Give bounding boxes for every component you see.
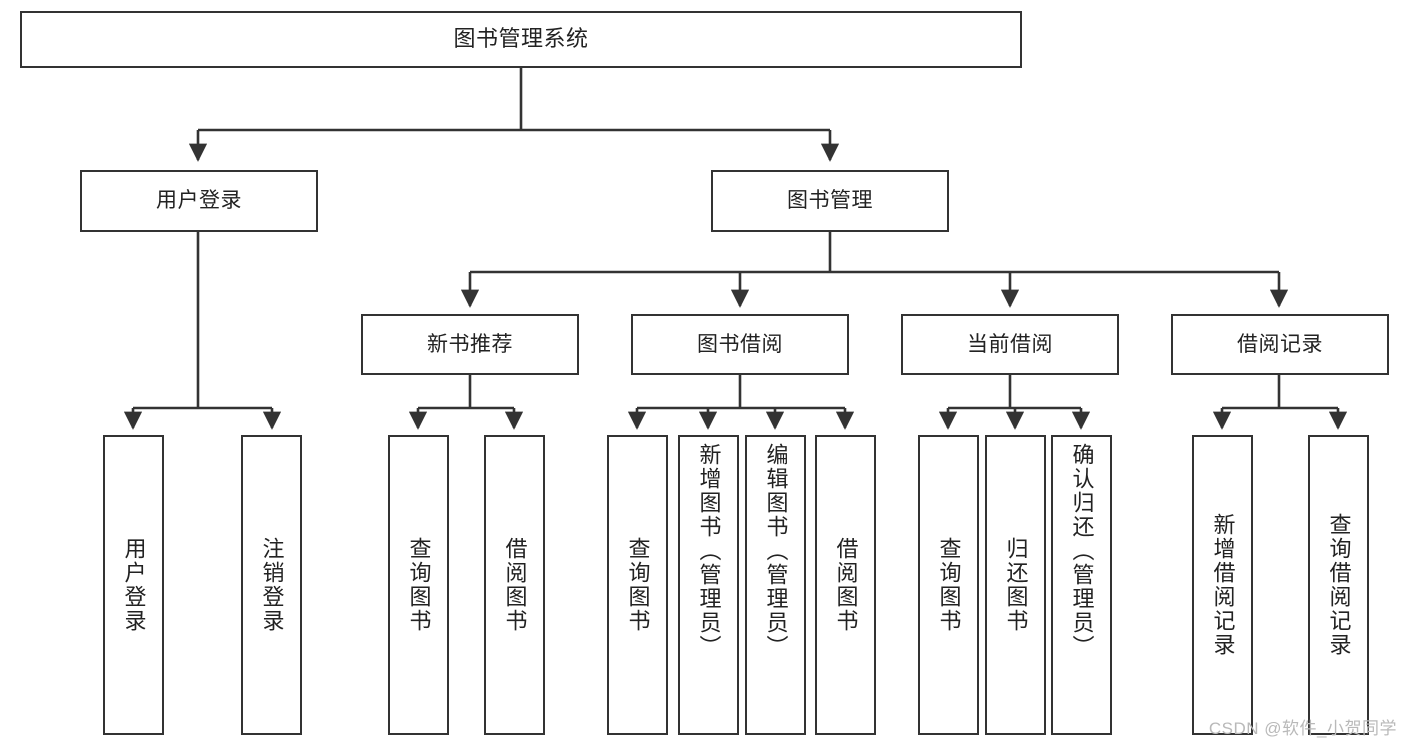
node-user-login[interactable]: 用户登录	[80, 170, 318, 232]
node-leaf-edit-book[interactable]: 编辑图书（管理员）	[745, 435, 806, 735]
node-leaf-add-record[interactable]: 新增借阅记录	[1192, 435, 1253, 735]
node-label: 注销登录	[259, 537, 285, 633]
node-label: 查询图书	[625, 537, 651, 633]
node-label: 借阅记录	[1237, 332, 1323, 356]
node-new-book-recommend[interactable]: 新书推荐	[361, 314, 579, 375]
node-borrow-record[interactable]: 借阅记录	[1171, 314, 1389, 375]
node-label: 图书管理	[787, 189, 873, 213]
node-leaf-query-record[interactable]: 查询借阅记录	[1308, 435, 1369, 735]
node-current-borrow[interactable]: 当前借阅	[901, 314, 1119, 375]
node-book-borrow[interactable]: 图书借阅	[631, 314, 849, 375]
node-label: 编辑图书（管理员）	[763, 443, 789, 659]
node-leaf-user-login[interactable]: 用户登录	[103, 435, 164, 735]
node-label: 图书管理系统	[453, 26, 589, 52]
node-label: 查询图书	[936, 537, 962, 633]
node-label: 确认归还（管理员）	[1069, 443, 1095, 659]
node-leaf-confirm-return[interactable]: 确认归还（管理员）	[1051, 435, 1112, 735]
node-leaf-logout-login[interactable]: 注销登录	[241, 435, 302, 735]
node-label: 查询借阅记录	[1326, 513, 1352, 657]
node-leaf-return-book[interactable]: 归还图书	[985, 435, 1046, 735]
node-leaf-borrow-book-1[interactable]: 借阅图书	[484, 435, 545, 735]
node-leaf-query-book-1[interactable]: 查询图书	[388, 435, 449, 735]
node-label: 借阅图书	[502, 537, 528, 633]
node-label: 归还图书	[1003, 537, 1029, 633]
node-leaf-add-book[interactable]: 新增图书（管理员）	[678, 435, 739, 735]
node-leaf-borrow-book-2[interactable]: 借阅图书	[815, 435, 876, 735]
node-leaf-query-book-2[interactable]: 查询图书	[607, 435, 668, 735]
csdn-watermark: CSDN @软件_小贺同学	[1208, 719, 1397, 738]
node-label: 用户登录	[156, 189, 242, 213]
node-label: 用户登录	[121, 537, 147, 633]
node-label: 图书借阅	[697, 332, 783, 356]
node-label: 新增借阅记录	[1210, 513, 1236, 657]
node-label: 当前借阅	[967, 332, 1053, 356]
node-label: 借阅图书	[833, 537, 859, 633]
node-label: 查询图书	[406, 537, 432, 633]
node-label: 新增图书（管理员）	[696, 443, 722, 659]
node-label: 新书推荐	[427, 332, 513, 356]
node-root-book-management-system[interactable]: 图书管理系统	[20, 11, 1022, 68]
node-book-manage[interactable]: 图书管理	[711, 170, 949, 232]
node-leaf-query-book-3[interactable]: 查询图书	[918, 435, 979, 735]
